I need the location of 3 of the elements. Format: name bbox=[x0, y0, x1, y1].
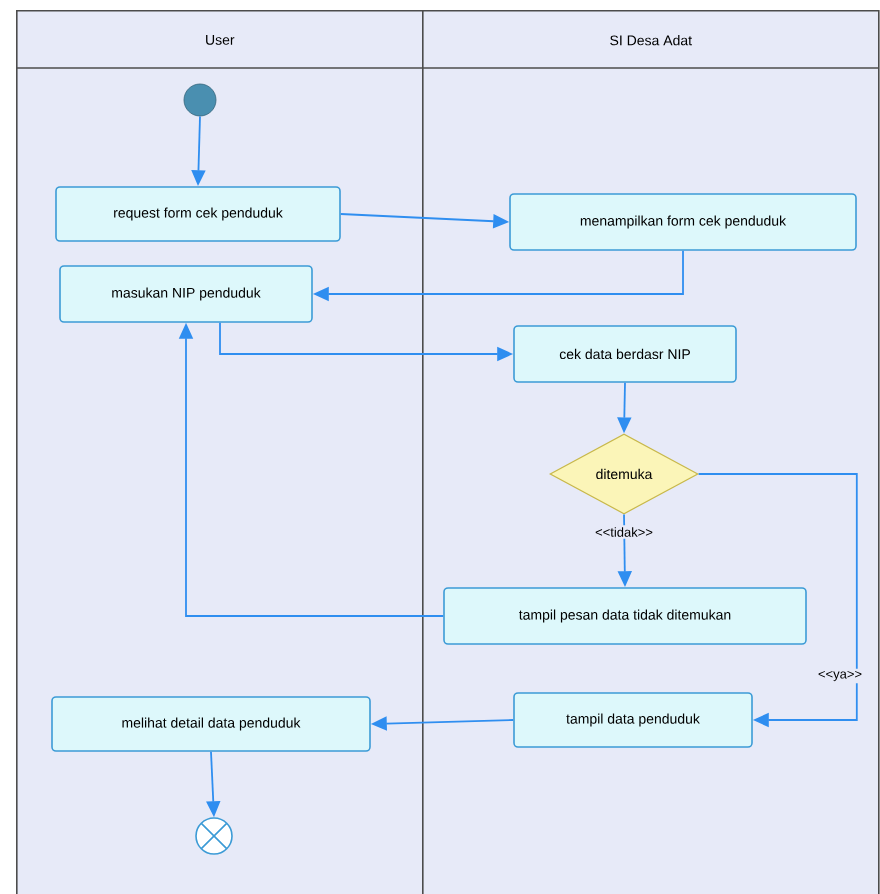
start-node bbox=[183, 83, 217, 117]
end-node bbox=[195, 817, 233, 855]
arrow bbox=[697, 473, 858, 728]
